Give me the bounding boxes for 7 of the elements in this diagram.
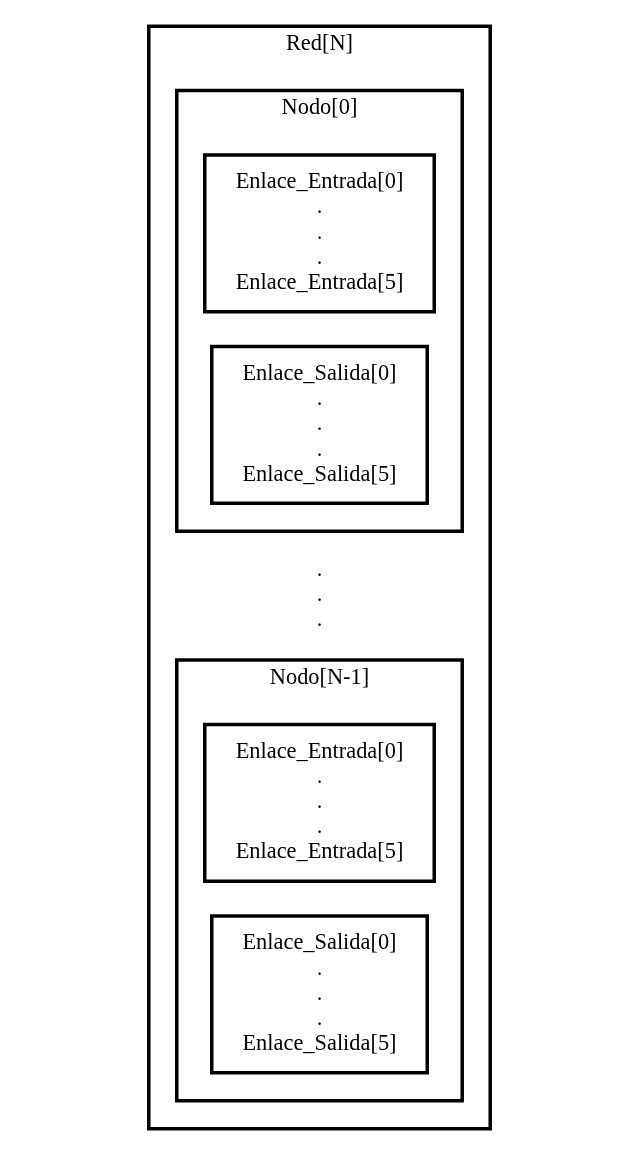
label: . — [316, 606, 323, 632]
node-box: Enlace_Salida[0] . . . Enlace_Salida[5] — [210, 914, 429, 1075]
node-box: Enlace_Entrada[0] . . . Enlace_Entrada[5] — [203, 153, 436, 314]
label: . — [316, 581, 323, 607]
node-box: Enlace_Salida[0] . . . Enlace_Salida[5] — [210, 344, 429, 506]
label: . — [316, 555, 323, 581]
node-box: Enlace_Entrada[0] . . . Enlace_Entrada[5] — [203, 722, 436, 883]
